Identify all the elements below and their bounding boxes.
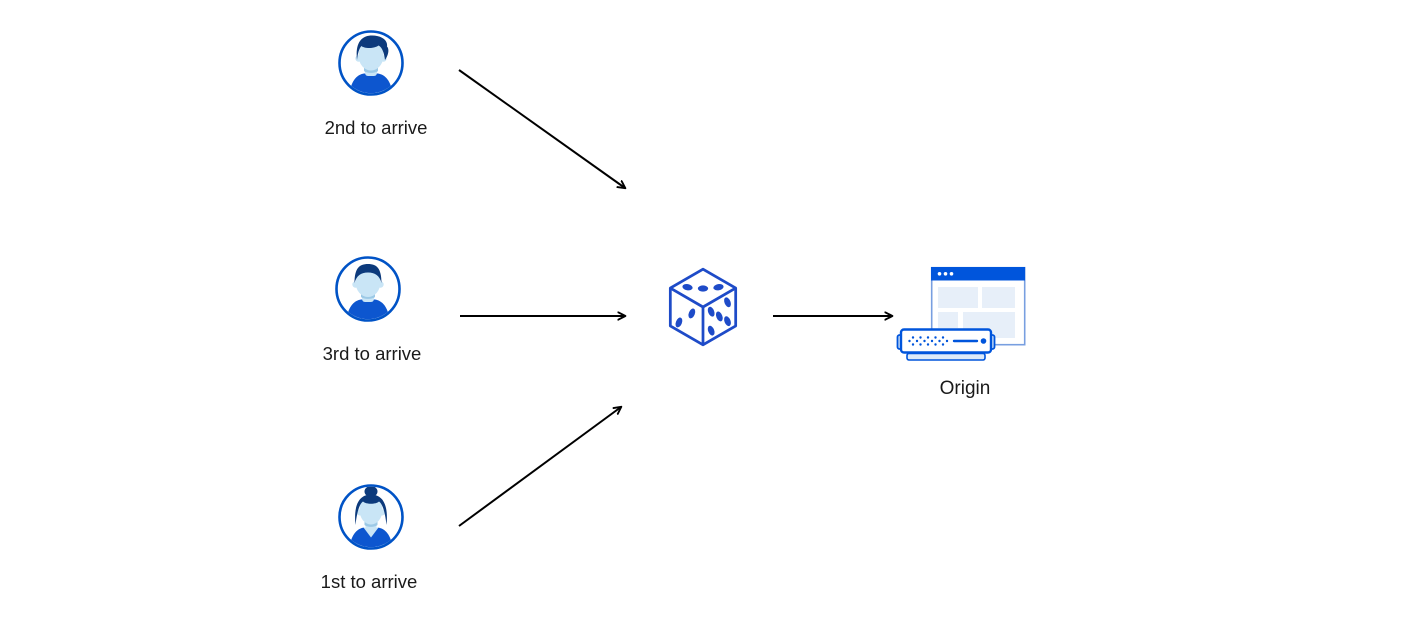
male-avatar-swept-hair-icon — [338, 30, 404, 96]
arrow-client1-to-dice — [458, 407, 621, 527]
male-avatar-short-hair-icon — [335, 256, 401, 322]
client-node-1st: 1st to arrive — [321, 484, 417, 592]
origin-node: Origin — [896, 265, 1028, 399]
female-avatar-bun-icon — [338, 484, 404, 550]
dice-node — [665, 264, 741, 355]
dice-icon — [668, 267, 738, 347]
origin-icon-group — [896, 266, 1026, 361]
client-label: 2nd to arrive — [324, 117, 428, 138]
origin-label: Origin — [939, 378, 991, 399]
client-label: 3rd to arrive — [322, 343, 422, 364]
client-label: 1st to arrive — [320, 571, 418, 592]
arrow-client2-to-dice — [458, 69, 625, 188]
client-node-2nd: 2nd to arrive — [325, 30, 427, 138]
client-node-3rd: 3rd to arrive — [323, 256, 421, 364]
server-icon — [896, 328, 996, 361]
